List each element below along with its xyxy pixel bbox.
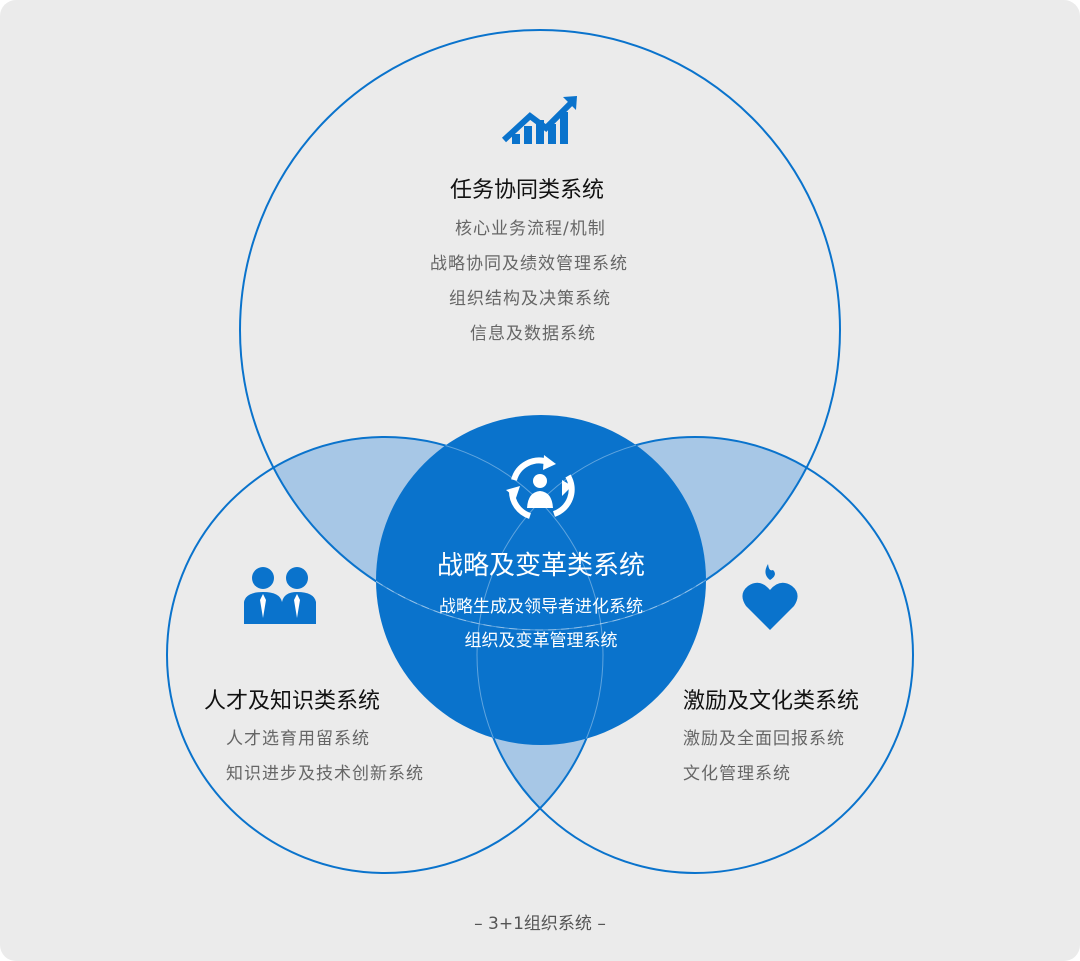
top-item: 组织结构及决策系统 (449, 289, 611, 309)
left-item: 知识进步及技术创新系统 (226, 764, 424, 784)
top-item: 战略协同及绩效管理系统 (430, 254, 628, 274)
center-title: 战略及变革类系统 (436, 551, 645, 581)
right-title: 激励及文化类系统 (683, 689, 860, 714)
center-item: 组织及变革管理系统 (464, 631, 618, 651)
top-item: 信息及数据系统 (470, 324, 596, 344)
heart-flame-icon (742, 564, 798, 630)
top-title: 任务协同类系统 (450, 178, 605, 203)
caption: – 3+1组织系统 – (474, 914, 606, 934)
left-title: 人才及知识类系统 (204, 689, 381, 714)
growth-chart-icon (501, 96, 577, 144)
right-item: 激励及全面回报系统 (683, 729, 845, 749)
circle-center (376, 415, 706, 745)
top-item: 核心业务流程/机制 (455, 219, 606, 239)
right-item: 文化管理系统 (683, 764, 791, 784)
people-icon (244, 567, 316, 624)
left-item: 人才选育用留系统 (226, 729, 370, 749)
center-item: 战略生成及领导者进化系统 (439, 597, 643, 617)
cycle-person-icon (506, 455, 575, 519)
